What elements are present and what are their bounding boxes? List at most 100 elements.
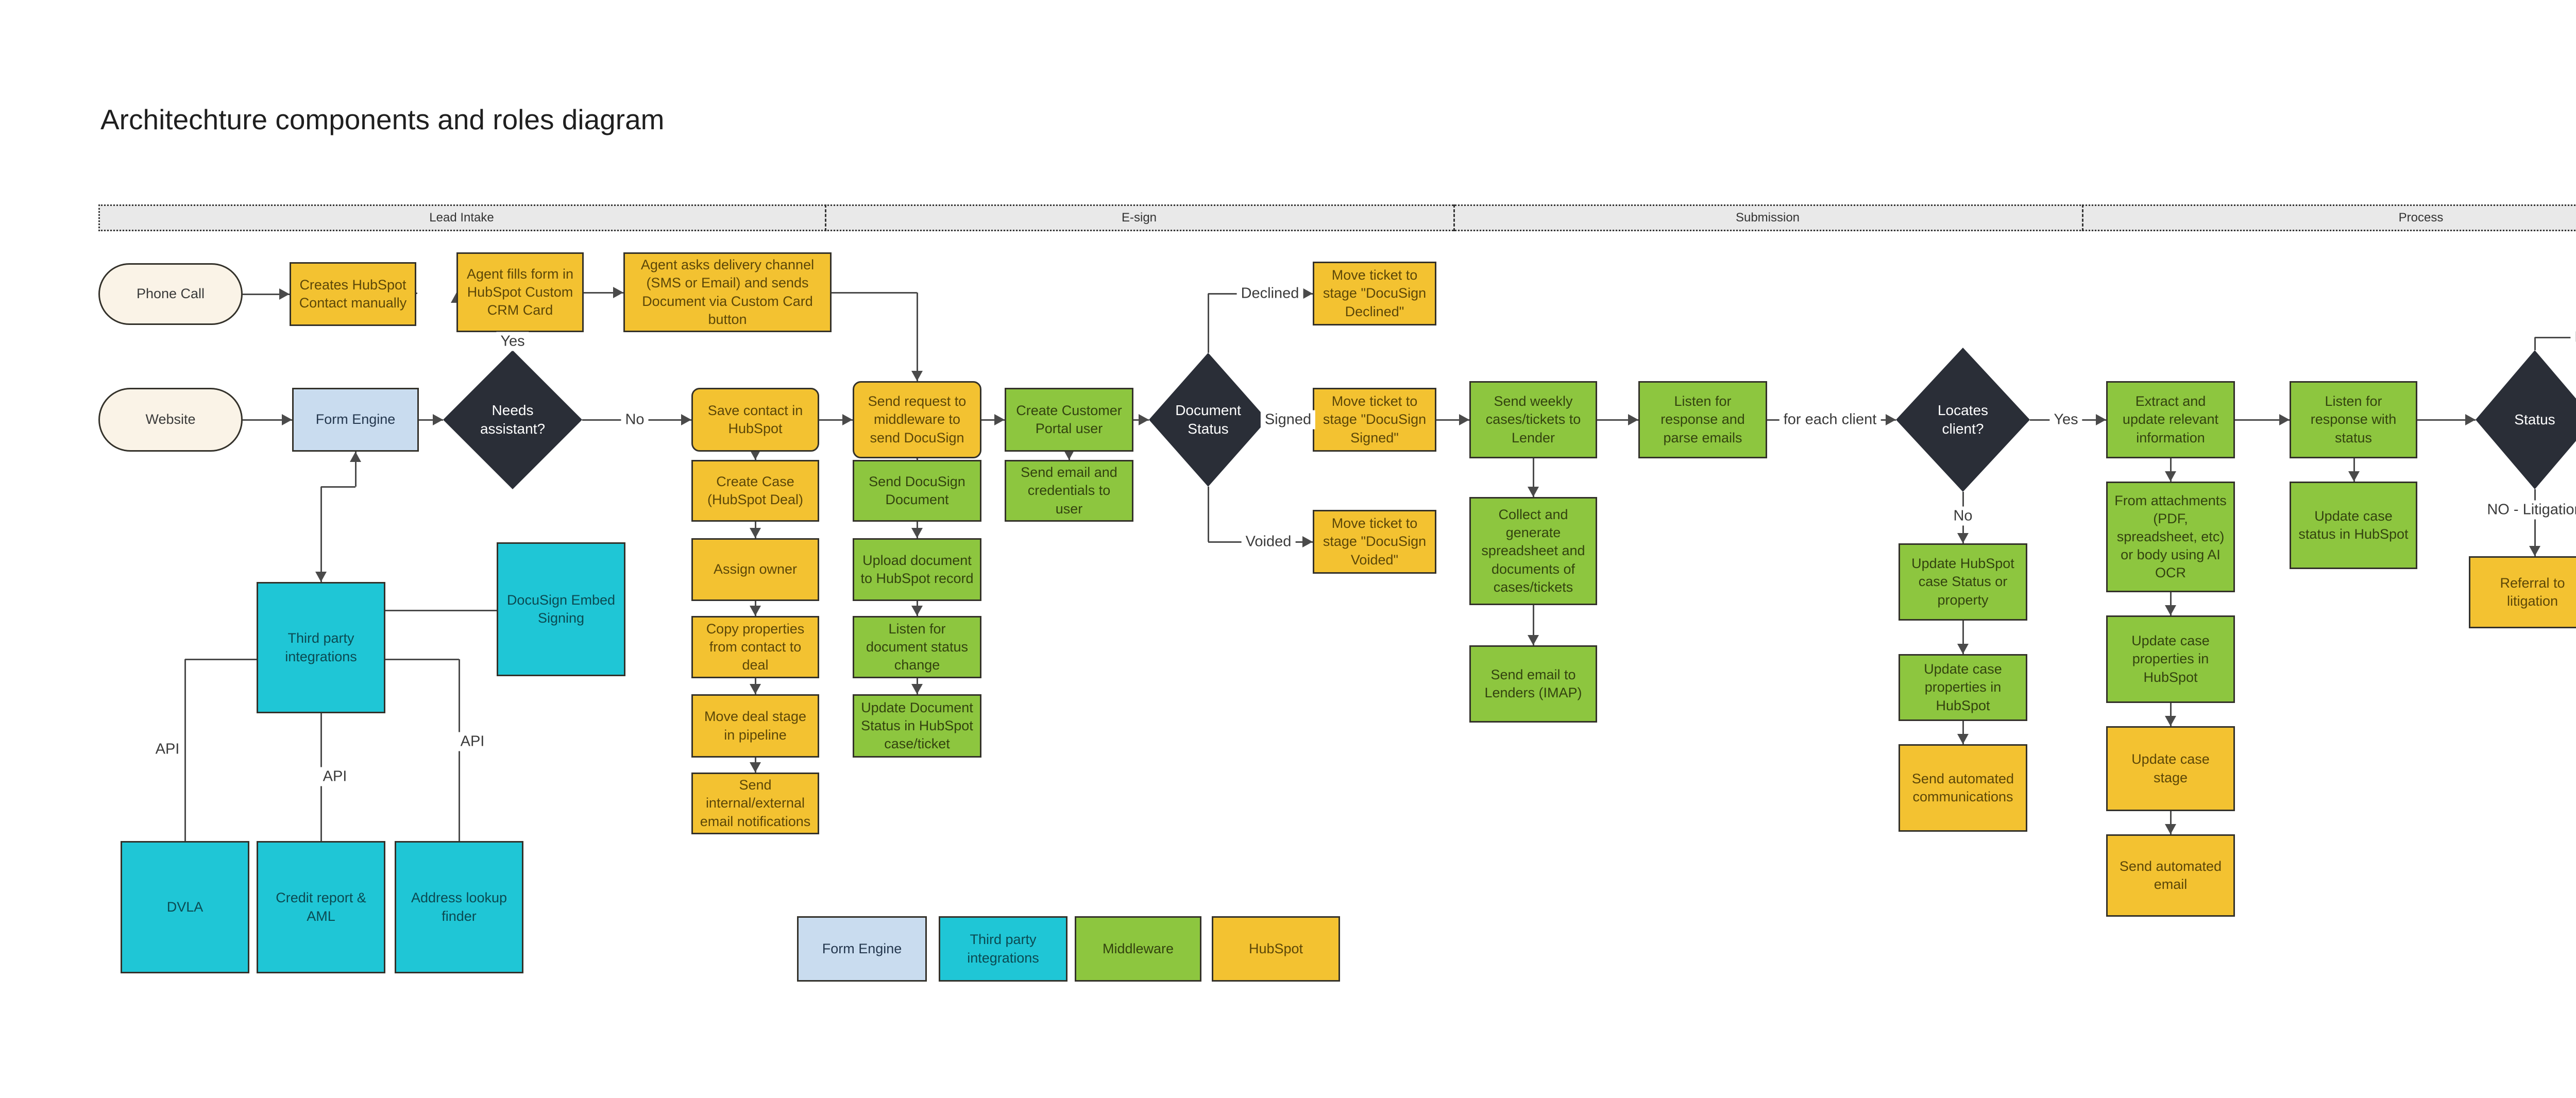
arrowhead-down <box>2165 471 2176 482</box>
node-third-party[interactable]: Third party integrations <box>257 582 385 713</box>
arrowhead-down <box>1957 734 1969 744</box>
connector-line <box>185 658 257 660</box>
node-assign-owner[interactable]: Assign owner <box>691 538 819 601</box>
node-listen-response-status[interactable]: Listen for response with status <box>2290 381 2417 458</box>
connector-line <box>385 609 497 611</box>
edge-label-yes-locates: Yes <box>2049 410 2082 430</box>
connector-line <box>584 291 623 294</box>
node-send-docusign-doc[interactable]: Send DocuSign Document <box>853 460 981 522</box>
lane-separator <box>1453 204 1455 231</box>
node-send-email-lenders[interactable]: Send email to Lenders (IMAP) <box>1469 645 1597 723</box>
node-send-automated-email[interactable]: Send automated email <box>2106 834 2235 917</box>
arrowhead-right <box>842 414 853 425</box>
node-legend-hubspot[interactable]: HubSpot <box>1212 916 1340 982</box>
arrowhead-down <box>2165 716 2176 726</box>
connector-line <box>832 291 917 294</box>
node-locates-client[interactable]: Locates client? <box>1896 348 2030 492</box>
arrowhead-down <box>750 450 761 460</box>
connector-line <box>1207 294 1209 353</box>
node-send-automated-communications[interactable]: Send automated communications <box>1899 744 2027 832</box>
node-form-engine[interactable]: Form Engine <box>292 388 419 452</box>
node-update-case-status-hubspot[interactable]: Update case status in HubSpot <box>2290 482 2417 569</box>
lane-separator <box>825 204 826 231</box>
lane-label-lead-intake: Lead Intake <box>429 211 494 225</box>
node-legend-third-party[interactable]: Third party integrations <box>939 916 1067 982</box>
edge-label-voided: Voided <box>1241 532 1296 552</box>
node-update-case-stage[interactable]: Update case stage <box>2106 726 2235 811</box>
node-agent-fills[interactable]: Agent fills form in HubSpot Custom CRM C… <box>456 252 584 332</box>
node-move-signed[interactable]: Move ticket to stage "DocuSign Signed" <box>1313 388 1436 452</box>
node-status[interactable]: Status <box>2476 350 2576 489</box>
connector-line <box>916 293 918 381</box>
node-credit-report-aml[interactable]: Credit report & AML <box>257 841 385 973</box>
node-send-weekly[interactable]: Send weekly cases/tickets to Lender <box>1469 381 1597 458</box>
arrowhead-right <box>433 414 443 425</box>
arrowhead-down <box>1063 450 1075 460</box>
connector-line <box>385 658 459 660</box>
lane-label-process: Process <box>2398 211 2444 225</box>
node-legend-form-engine[interactable]: Form Engine <box>797 916 927 982</box>
connector-line <box>2535 336 2576 338</box>
connector-line <box>2170 811 2172 834</box>
node-send-notifications[interactable]: Send internal/external email notificatio… <box>691 773 819 834</box>
node-copy-properties[interactable]: Copy properties from contact to deal <box>691 616 819 678</box>
connector-line <box>354 452 357 487</box>
node-referral-litigation[interactable]: Referral to litigation <box>2469 556 2576 628</box>
node-update-case-properties-proc[interactable]: Update case properties in HubSpot <box>2106 615 2235 703</box>
connector-line <box>2235 419 2290 421</box>
node-dvla[interactable]: DVLA <box>121 841 249 973</box>
node-listen-parse-emails[interactable]: Listen for response and parse emails <box>1638 381 1767 458</box>
connector-line <box>320 487 322 582</box>
node-website[interactable]: Website <box>98 388 243 452</box>
node-upload-document[interactable]: Upload document to HubSpot record <box>853 538 981 601</box>
connector-line <box>1207 487 1209 542</box>
arrowhead-down <box>1957 644 1969 654</box>
node-agent-asks[interactable]: Agent asks delivery channel (SMS or Emai… <box>623 252 832 332</box>
edge-label-no-locates: No <box>1949 506 1977 526</box>
node-create-portal-user[interactable]: Create Customer Portal user <box>1005 388 1133 452</box>
node-address-lookup[interactable]: Address lookup finder <box>395 841 523 973</box>
edge-label-yes-assistant: Yes <box>496 332 529 351</box>
node-phone-call[interactable]: Phone Call <box>98 263 243 325</box>
node-move-deal-stage[interactable]: Move deal stage in pipeline <box>691 694 819 758</box>
arrowhead-up <box>350 452 361 462</box>
connector-line <box>1962 621 1964 654</box>
edge-label-api-right: API <box>456 732 489 751</box>
node-save-contact[interactable]: Save contact in HubSpot <box>691 388 819 452</box>
node-move-declined[interactable]: Move ticket to stage "DocuSign Declined" <box>1313 262 1436 325</box>
connector-line <box>184 659 186 841</box>
node-collect-generate[interactable]: Collect and generate spreadsheet and doc… <box>1469 497 1597 605</box>
node-update-case-properties-sub[interactable]: Update case properties in HubSpot <box>1899 654 2027 721</box>
node-send-request-middleware[interactable]: Send request to middleware to send DocuS… <box>853 381 981 458</box>
node-docusign-embed[interactable]: DocuSign Embed Signing <box>497 542 625 676</box>
arrowhead-right <box>1886 414 1896 425</box>
node-creates-contact[interactable]: Creates HubSpot Contact manually <box>290 262 416 326</box>
lane-band <box>98 204 2576 231</box>
arrowhead-right <box>994 414 1005 425</box>
connector-line <box>415 293 417 294</box>
node-needs-assistant[interactable]: Needs assistant? <box>443 350 582 489</box>
page-title: Architechture components and roles diagr… <box>100 104 665 135</box>
edge-label-api-left: API <box>151 740 184 759</box>
node-extract-update-info[interactable]: Extract and update relevant information <box>2106 381 2235 458</box>
node-listen-doc-change[interactable]: Listen for document status change <box>853 616 981 678</box>
node-create-case[interactable]: Create Case (HubSpot Deal) <box>691 460 819 522</box>
node-legend-middleware[interactable]: Middleware <box>1075 916 1201 982</box>
node-send-credentials[interactable]: Send email and credentials to user <box>1005 460 1133 522</box>
node-update-case-status-property[interactable]: Update HubSpot case Status or property <box>1899 543 2027 621</box>
edge-label-no-litigation: NO - Litigation <box>2483 500 2576 520</box>
node-from-attachments[interactable]: From attachments (PDF, spreadsheet, etc)… <box>2106 482 2235 592</box>
arrowhead-right <box>613 287 623 298</box>
connector-line <box>419 419 443 421</box>
arrowhead-down <box>911 528 923 538</box>
lane-label-submission: Submission <box>1735 211 1800 225</box>
node-update-doc-status[interactable]: Update Document Status in HubSpot case/t… <box>853 694 981 758</box>
arrowhead-down <box>2165 605 2176 615</box>
connector-line <box>1597 419 1638 421</box>
node-move-voided[interactable]: Move ticket to stage "DocuSign Voided" <box>1313 510 1436 574</box>
arrowhead-right <box>1139 414 1149 425</box>
arrowhead-right <box>2465 414 2476 425</box>
node-document-status[interactable]: Document Status <box>1149 353 1267 487</box>
arrowhead-down <box>1957 533 1969 543</box>
arrowhead-down <box>750 606 761 616</box>
